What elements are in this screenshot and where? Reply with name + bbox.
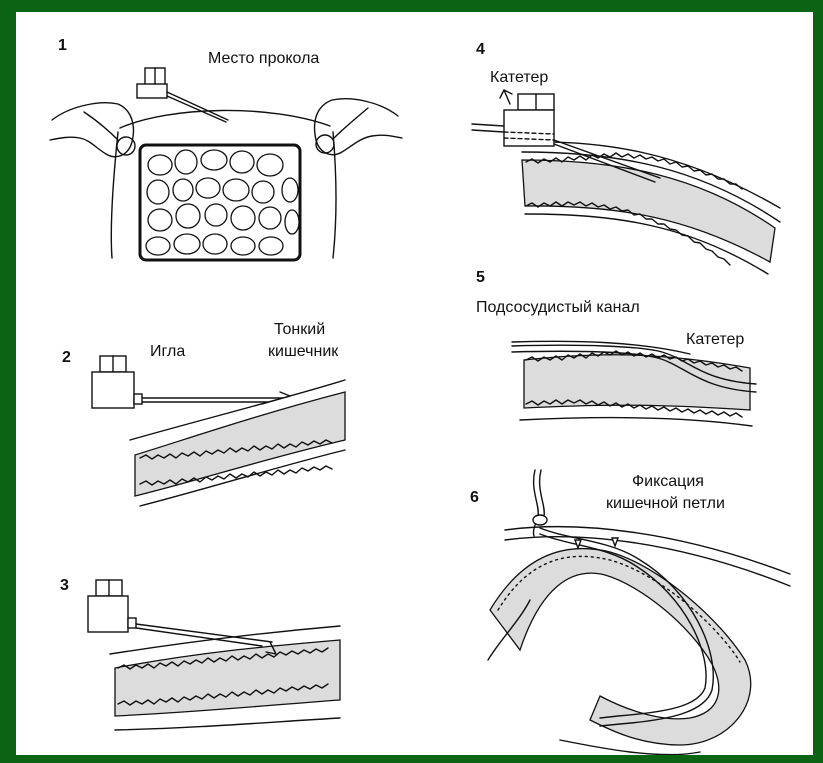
panel-6-number: 6 (470, 489, 479, 506)
panel-5-number: 5 (476, 269, 485, 286)
suture-knot (533, 515, 547, 525)
illustration-sheet: 1 Место прокола (16, 12, 813, 755)
small-intestine-label-line1: Тонкий (274, 321, 325, 338)
panel-2-number: 2 (62, 349, 71, 366)
loop-fixation-label-line2: кишечной петли (606, 495, 725, 512)
outer-line-5 (520, 418, 752, 426)
panel-5: 5 Подсосудистый канал Катетер (476, 269, 756, 426)
panel-6: 6 Фиксация кишечной петли (470, 470, 790, 755)
panel-3-number: 3 (60, 577, 69, 594)
needle-device-1 (137, 68, 228, 122)
needle-device-2 (92, 356, 290, 408)
bowel-loops (146, 150, 299, 255)
panel-1: 1 Место прокола (50, 37, 402, 260)
intestine-wall-4 (522, 160, 775, 262)
subserous-channel-label: Подсосудистый канал (476, 299, 640, 316)
catheter-label-4: Катетер (490, 69, 548, 86)
panel-4: 4 Катетер (472, 41, 780, 274)
needle-label: Игла (150, 343, 185, 360)
small-intestine-label-line2: кишечник (268, 343, 339, 360)
intestine-wall (135, 392, 345, 496)
procedure-diagram: 1 Место прокола (16, 12, 813, 755)
loop-fixation-label-line1: Фиксация (632, 473, 704, 490)
panel-2: 2 Игла Тонкий кишечник (62, 321, 345, 506)
outer-line-3 (115, 718, 340, 730)
puncture-site-label: Место прокола (208, 50, 319, 67)
panel-1-number: 1 (58, 37, 67, 54)
wall-fold-right (333, 132, 336, 258)
panel-4-number: 4 (476, 41, 485, 58)
right-hand (315, 99, 402, 155)
wall-fold-left (111, 132, 118, 258)
left-hand (50, 103, 133, 157)
catheter-label-5: Катетер (686, 331, 744, 348)
panel-3: 3 (60, 577, 340, 730)
catheter-arrow (500, 90, 512, 104)
